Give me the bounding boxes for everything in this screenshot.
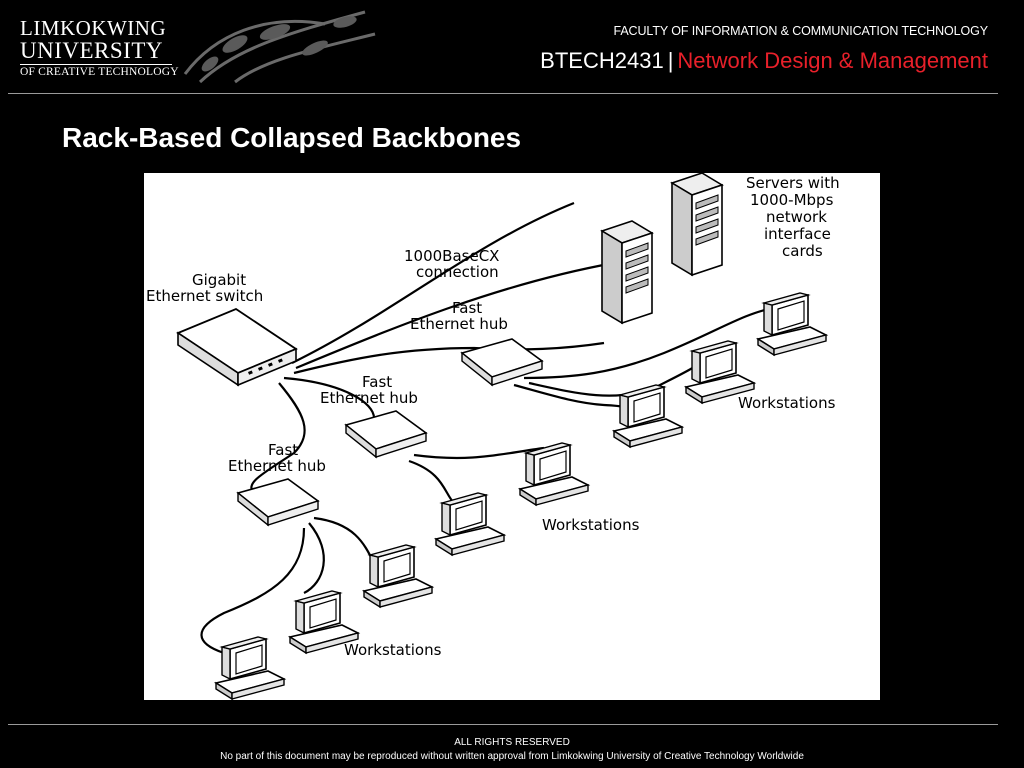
course-name: Network Design & Management <box>677 48 988 73</box>
workstation-icon <box>215 636 285 700</box>
footer-divider <box>8 724 998 725</box>
label-servers-line5: cards <box>782 242 823 260</box>
label-hub-top-line2: Ethernet hub <box>410 315 508 333</box>
label-hub-middle-line1: Fast <box>362 373 392 391</box>
label-servers-line2: 1000-Mbps <box>750 191 834 209</box>
label-gigabit-line2: Ethernet switch <box>146 287 263 305</box>
decorative-banner-art <box>183 10 376 84</box>
workstation-icon <box>363 544 433 608</box>
course-separator: | <box>667 48 674 73</box>
label-hub-middle-line2: Ethernet hub <box>320 389 418 407</box>
footer-rights: ALL RIGHTS RESERVED <box>454 737 570 748</box>
label-gigabit-line1: Gigabit <box>192 271 246 289</box>
slide-title: Rack-Based Collapsed Backbones <box>62 122 522 153</box>
label-connection-line1: 1000BaseCX <box>404 247 499 265</box>
label-hub-bottom-line2: Ethernet hub <box>228 457 326 475</box>
university-logo: LIMKOKWING UNIVERSITY OF CREATIVE TECHNO… <box>20 14 180 84</box>
workstation-icon <box>519 442 589 506</box>
label-hub-top-line1: Fast <box>452 299 482 317</box>
fast-ethernet-hub-icon <box>237 478 319 526</box>
course-code: BTECH2431 <box>540 48 664 73</box>
slide-header: LIMKOKWING UNIVERSITY OF CREATIVE TECHNO… <box>0 0 1024 94</box>
label-servers-line3: network <box>766 208 827 226</box>
footer-notice: No part of this document may be reproduc… <box>220 751 804 762</box>
logo-line-1: LIMKOKWING <box>20 16 167 40</box>
label-servers-line4: interface <box>764 225 831 243</box>
label-workstations-bottom: Workstations <box>344 641 442 659</box>
server-tower-icon <box>601 220 653 324</box>
header-divider <box>8 93 998 94</box>
label-hub-bottom-line1: Fast <box>268 441 298 459</box>
logo-rule <box>20 64 172 65</box>
gigabit-switch-icon <box>176 307 298 387</box>
fast-ethernet-hub-icon <box>345 410 427 458</box>
label-connection-line2: connection <box>416 263 499 281</box>
label-servers-line1: Servers with <box>746 174 840 192</box>
workstation-icon <box>757 292 827 356</box>
network-diagram: Gigabit Ethernet switch 1000BaseCX conne… <box>144 173 880 700</box>
server-tower-icon <box>671 173 723 276</box>
faculty-name: FACULTY OF INFORMATION & COMMUNICATION T… <box>613 24 988 38</box>
logo-line-3: OF CREATIVE TECHNOLOGY <box>20 66 179 78</box>
workstation-icon <box>435 492 505 556</box>
label-workstations-middle: Workstations <box>542 516 640 534</box>
logo-line-2: UNIVERSITY <box>20 38 163 63</box>
workstation-icon <box>613 384 683 448</box>
label-workstations-top: Workstations <box>738 394 836 412</box>
course-heading: BTECH2431|Network Design & Management <box>540 48 988 74</box>
